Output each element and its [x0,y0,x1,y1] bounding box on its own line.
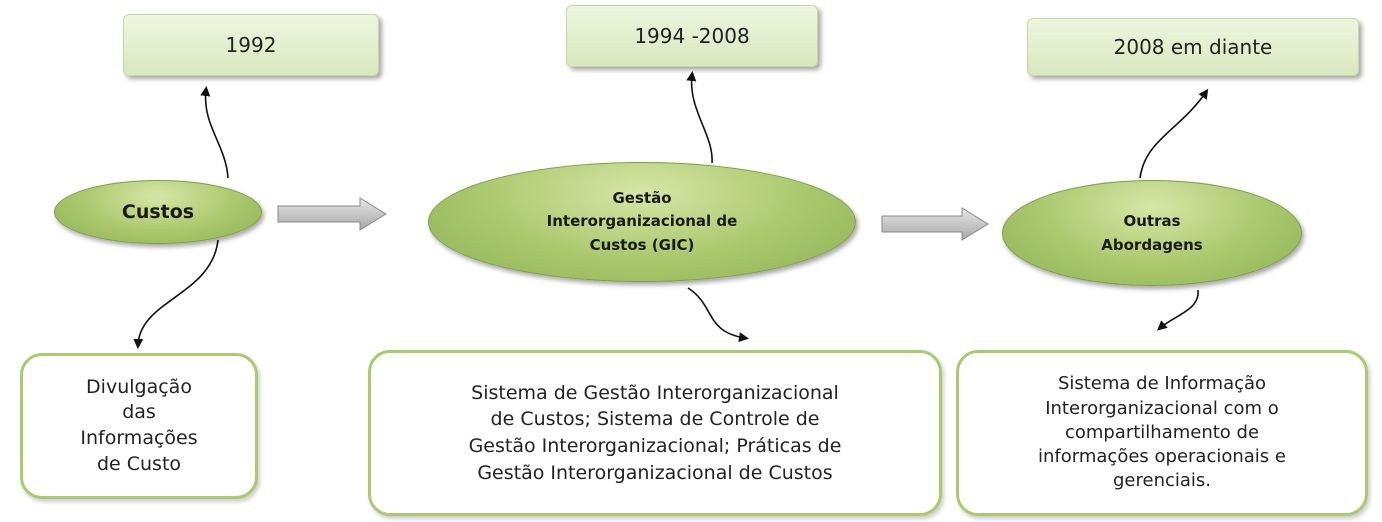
arrow-gic-to-desc [687,287,749,343]
desc-text: Sistema de Informação Interorganizaciona… [1038,373,1286,492]
node-label: Custos [121,201,195,223]
block-arrow-gic-to-outras [881,207,989,241]
desc-box-gic: Sistema de Gestão Interorganizacional de… [368,350,942,516]
year-label: 1994 -2008 [634,24,750,48]
year-box-gic: 1994 -2008 [566,5,818,67]
year-box-outras: 2008 em diante [1027,18,1359,76]
desc-text: Divulgação das Informações de Custo [80,375,198,475]
node-outras: Outras Abordagens [1002,180,1302,286]
arrow-custos-to-year [200,86,229,179]
arrow-outras-to-desc [1156,289,1199,331]
arrow-custos-to-desc [133,239,219,349]
node-label: Outras Abordagens [1101,212,1203,254]
year-label: 2008 em diante [1113,35,1273,59]
desc-box-outras: Sistema de Informação Interorganizaciona… [956,350,1368,516]
desc-box-custos: Divulgação das Informações de Custo [20,353,258,499]
node-custos: Custos [54,180,262,244]
year-label: 1992 [225,33,277,57]
arrow-gic-to-year [686,71,713,164]
node-gic: Gestão Interorganizacional de Custos (GI… [428,162,856,282]
arrow-outras-to-year [1139,88,1209,179]
year-box-custos: 1992 [123,14,379,76]
node-label: Gestão Interorganizacional de Custos (GI… [546,189,738,254]
block-arrow-custos-to-gic [277,197,387,231]
desc-text: Sistema de Gestão Interorganizacional de… [468,381,842,484]
